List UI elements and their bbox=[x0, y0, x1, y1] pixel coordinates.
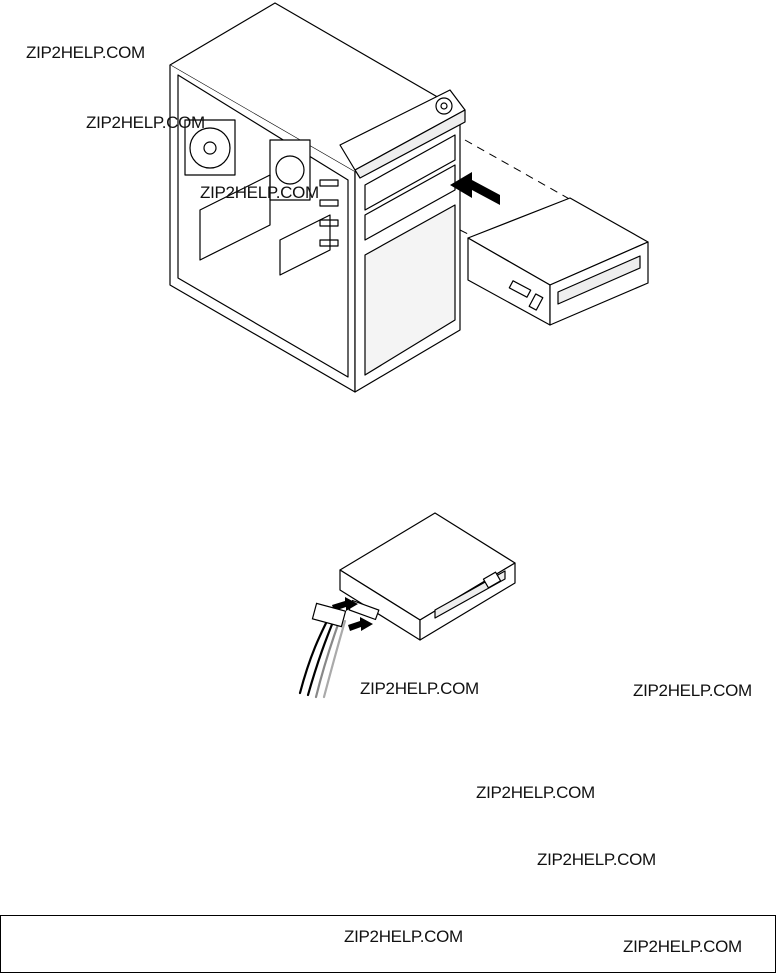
watermark-text: ZIP2HELP.COM bbox=[633, 681, 752, 700]
watermark-text: ZIP2HELP.COM bbox=[360, 679, 479, 698]
watermark-text: ZIP2HELP.COM bbox=[200, 183, 319, 202]
watermark-text: ZIP2HELP.COM bbox=[623, 937, 742, 956]
note-box bbox=[0, 915, 776, 973]
watermark-text: ZIP2HELP.COM bbox=[26, 43, 145, 62]
watermark-text: ZIP2HELP.COM bbox=[476, 783, 595, 802]
watermark-text: ZIP2HELP.COM bbox=[86, 113, 205, 132]
chassis-drive-install-illustration bbox=[169, 2, 649, 393]
watermark-text: ZIP2HELP.COM bbox=[537, 850, 656, 869]
watermark-text: ZIP2HELP.COM bbox=[344, 927, 463, 946]
drive-cable-connect-illustration bbox=[298, 512, 516, 699]
